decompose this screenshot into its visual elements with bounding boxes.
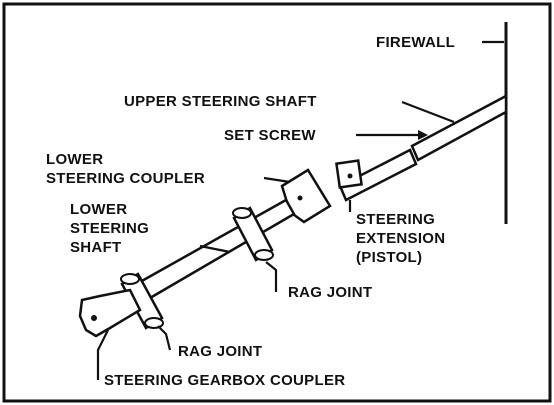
label-lower-steering-coupler-2: STEERING COUPLER xyxy=(46,170,205,187)
label-lower-steering-shaft-2: STEERING xyxy=(70,220,149,237)
label-set-screw: SET SCREW xyxy=(224,127,316,144)
label-steering-extension-1: STEERING xyxy=(356,211,435,228)
steering-gearbox-coupler xyxy=(78,288,142,338)
leader-lines xyxy=(96,40,504,380)
rag-joint-upper xyxy=(232,206,274,262)
steering-extension xyxy=(335,148,418,202)
label-lower-steering-shaft-1: LOWER xyxy=(70,201,127,218)
rag-joint-lower xyxy=(120,272,164,330)
label-firewall: FIREWALL xyxy=(376,34,455,51)
label-steering-extension-2: EXTENSION xyxy=(356,230,445,247)
label-lower-steering-coupler-1: LOWER xyxy=(46,151,103,168)
set-screw-arrowhead xyxy=(418,130,428,140)
upper-steering-shaft xyxy=(410,93,508,162)
label-rag-joint-lower: RAG JOINT xyxy=(178,343,262,360)
label-steering-gearbox-coupler: STEERING GEARBOX COUPLER xyxy=(104,372,345,389)
label-upper-steering-shaft: UPPER STEERING SHAFT xyxy=(124,93,317,110)
label-lower-steering-shaft-3: SHAFT xyxy=(70,239,122,256)
label-steering-extension-3: (PISTOL) xyxy=(356,249,422,266)
label-rag-joint-upper: RAG JOINT xyxy=(288,284,372,301)
